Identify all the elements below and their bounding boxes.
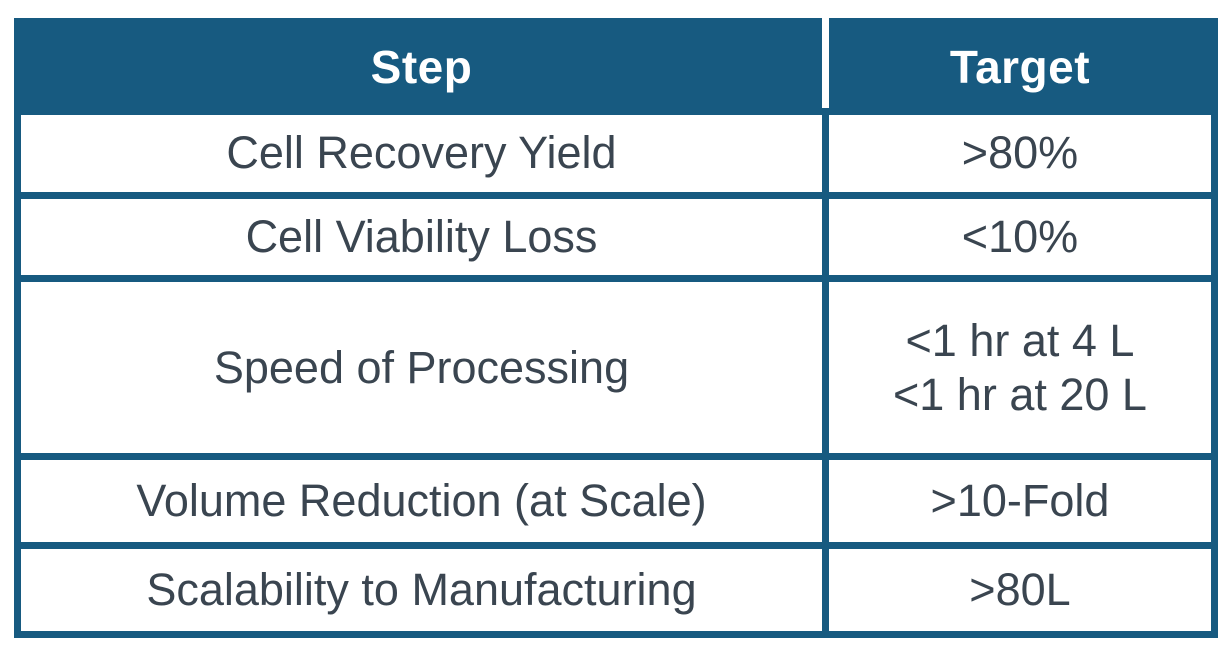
table-row: Scalability to Manufacturing >80L (14, 542, 1219, 638)
table-row: Cell Viability Loss <10% (14, 191, 1219, 283)
target-cell: >80L (821, 542, 1219, 638)
step-cell: Cell Recovery Yield (14, 108, 829, 199)
target-cell: >10-Fold (821, 453, 1219, 550)
table-row: Speed of Processing <1 hr at 4 L <1 hr a… (14, 275, 1219, 461)
targets-table-container: Step Target Cell Recovery Yield >80% Cel… (14, 18, 1219, 638)
step-cell: Cell Viability Loss (14, 191, 829, 283)
step-cell: Speed of Processing (14, 275, 829, 461)
target-cell: <10% (821, 191, 1219, 283)
target-cell: <1 hr at 4 L <1 hr at 20 L (821, 275, 1219, 461)
column-header-target: Target (821, 18, 1219, 115)
step-cell: Volume Reduction (at Scale) (14, 453, 829, 550)
column-header-step: Step (14, 18, 829, 115)
targets-table: Step Target Cell Recovery Yield >80% Cel… (14, 18, 1219, 638)
table-row: Cell Recovery Yield >80% (14, 108, 1219, 199)
table-row: Volume Reduction (at Scale) >10-Fold (14, 453, 1219, 550)
step-cell: Scalability to Manufacturing (14, 542, 829, 638)
table-header-row: Step Target (14, 18, 1219, 115)
target-cell: >80% (821, 108, 1219, 199)
